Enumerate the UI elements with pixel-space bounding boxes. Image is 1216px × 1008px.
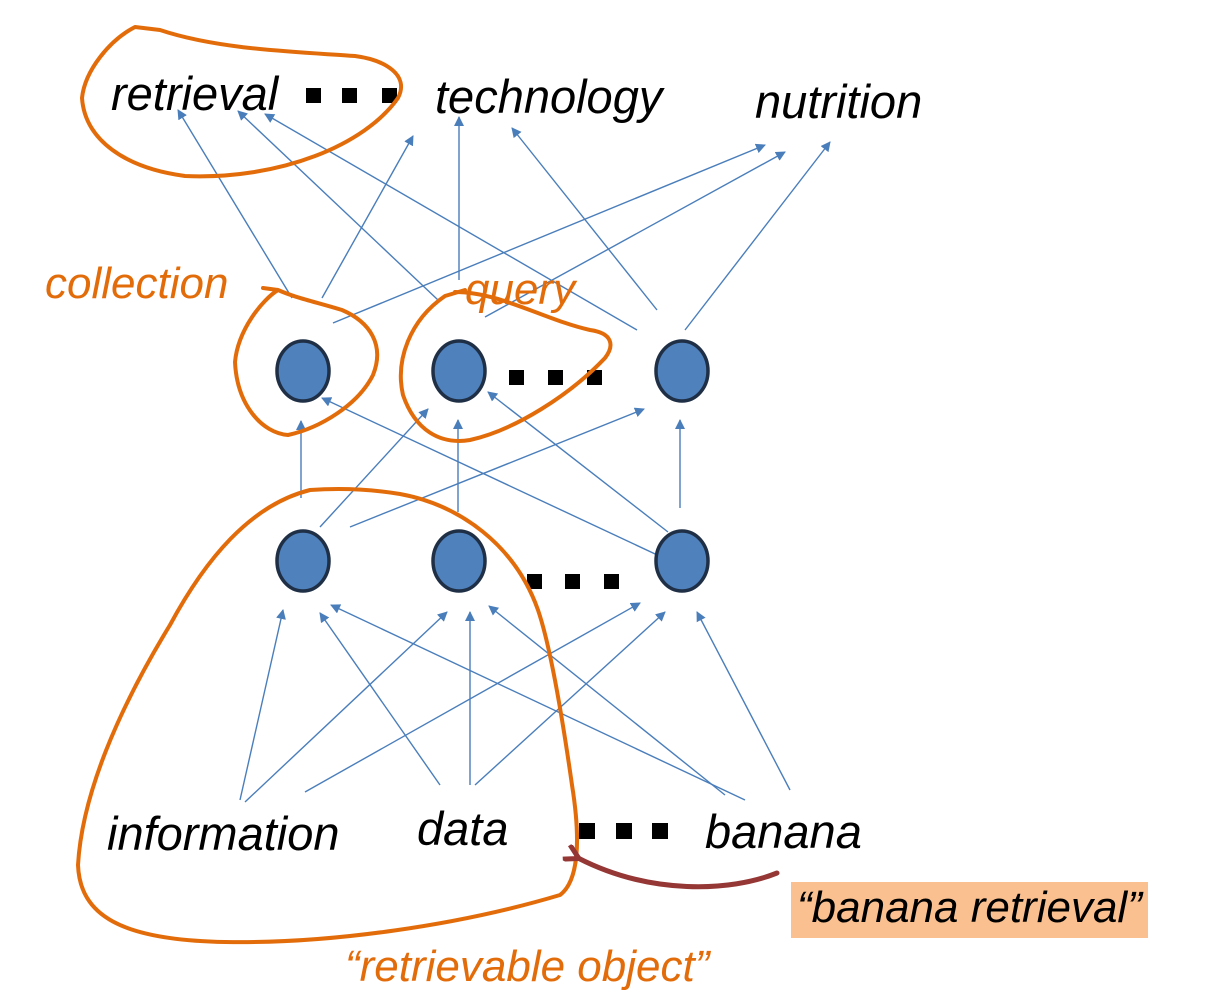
term-information: information: [107, 807, 340, 860]
pointer-arrow: [578, 858, 780, 890]
ellipsis-dots-lower-nodes: [527, 574, 619, 589]
retrieval-loop: [80, 25, 404, 179]
term-data: data: [417, 802, 509, 855]
term-technology: technology: [435, 70, 663, 123]
collection-loop: [233, 286, 380, 437]
upper-node-1: [275, 339, 331, 403]
lower-node-3: [654, 529, 710, 593]
upper-node-2: [431, 339, 487, 403]
retrievable-object-loop: [76, 487, 579, 945]
annotation-loops: [76, 25, 613, 945]
label-collection: collection: [45, 259, 229, 308]
term-retrieval: retrieval: [111, 67, 279, 120]
label-banana-retrieval: “banana retrieval”: [791, 882, 1148, 938]
term-banana: banana: [705, 805, 862, 858]
edges-lower-to-upper-nodes: [296, 391, 685, 561]
label-retrievable-object: “retrievable object”: [345, 942, 710, 991]
lower-node-2: [431, 529, 487, 593]
lower-node-1: [275, 529, 331, 593]
ellipsis-dots-bottom-terms: [579, 823, 668, 839]
label-query: query: [465, 265, 576, 314]
term-nutrition: nutrition: [755, 75, 923, 128]
upper-node-layer: [275, 339, 710, 403]
lower-node-layer: [275, 529, 710, 593]
query-loop: [398, 288, 613, 443]
edges-terms-to-lower-nodes: [239, 602, 791, 803]
ellipsis-dots-top-terms: [306, 88, 397, 103]
upper-node-3: [654, 339, 710, 403]
